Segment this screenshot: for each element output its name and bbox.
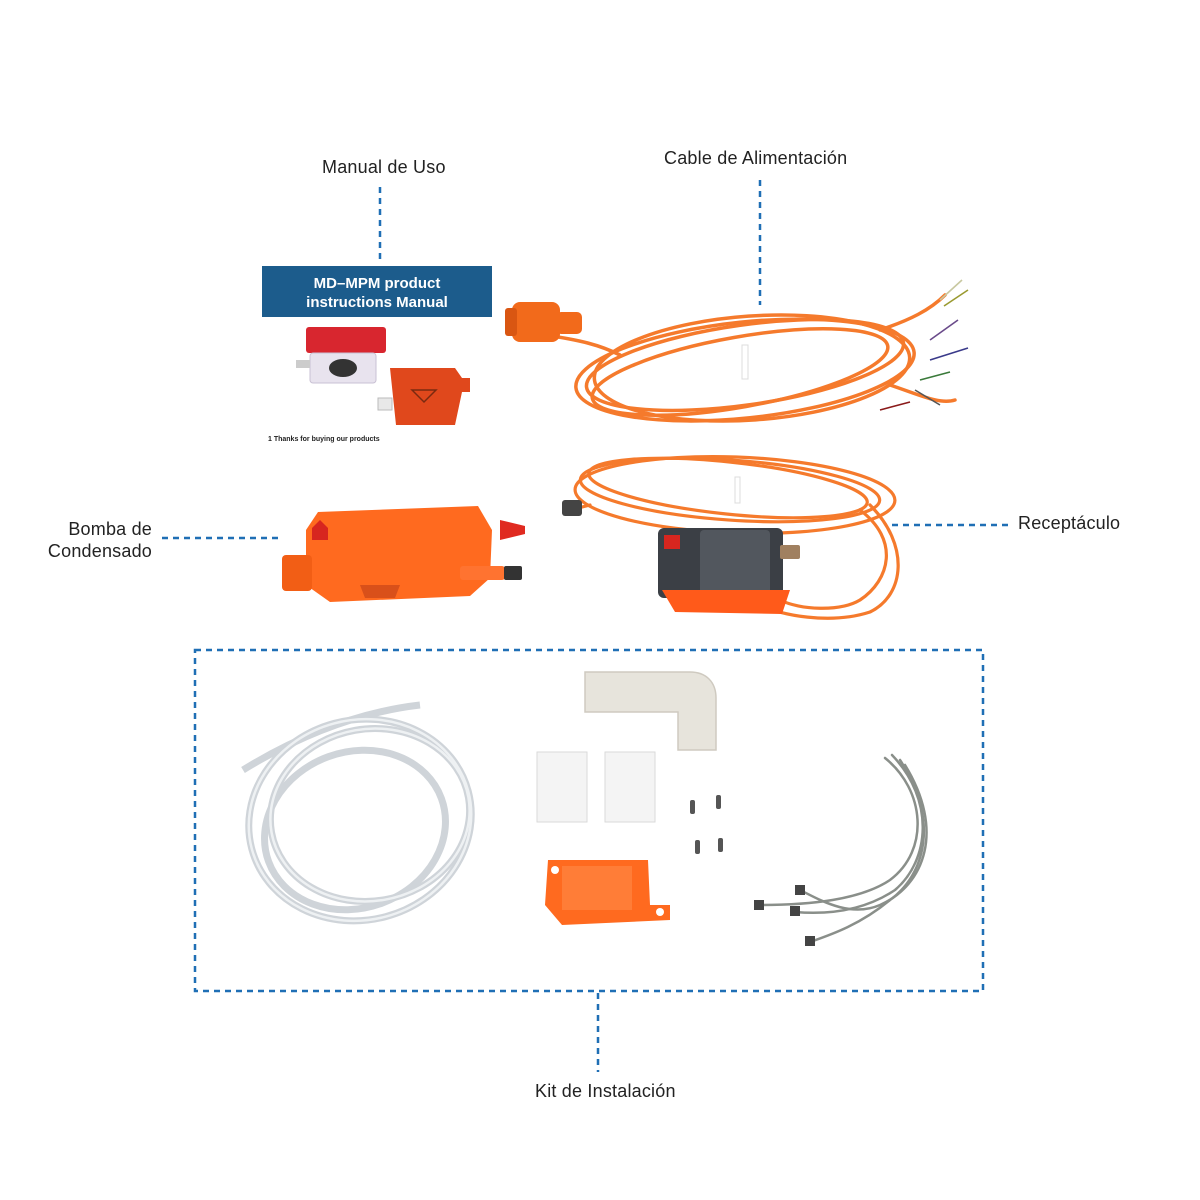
manual-title-line1: MD–MPM product (314, 275, 441, 292)
mounting-bracket (545, 860, 670, 925)
label-receptacle: Receptáculo (1018, 513, 1121, 533)
power-cable-connector (505, 302, 582, 342)
manual-booklet: MD–MPM product instructions Manual 1 Tha… (262, 266, 492, 444)
install-kit-frame (193, 648, 985, 993)
condensate-pump (282, 506, 525, 602)
power-cable (543, 293, 957, 423)
clear-tubing (241, 701, 475, 925)
manual-receptacle-photo (296, 327, 386, 384)
leader-lines (162, 180, 1010, 1072)
clear-tubing-highlight (247, 717, 473, 923)
adhesive-pads (536, 751, 656, 823)
cable-ties (758, 753, 928, 944)
label-install-kit: Kit de Instalación (535, 1081, 676, 1101)
label-power-cable: Cable de Alimentación (664, 148, 848, 168)
manual-banner (262, 266, 492, 317)
label-manual: Manual de Uso (322, 157, 446, 177)
mounting-screws (690, 795, 723, 854)
receptacle-sensor-plug (562, 500, 582, 516)
power-cable-wires (879, 279, 969, 411)
manual-footer: 1 Thanks for buying our products (268, 436, 380, 443)
receptacle-cable-tie (734, 476, 741, 504)
label-pump: Bomba de Condensado (47, 519, 152, 561)
manual-title-line2: instructions Manual (306, 294, 448, 311)
pipe-elbow (584, 671, 717, 751)
cable-tie-heads (754, 885, 815, 946)
receptacle-body (658, 528, 800, 614)
cable-tie (741, 344, 749, 380)
manual-pump-photo (377, 368, 470, 425)
